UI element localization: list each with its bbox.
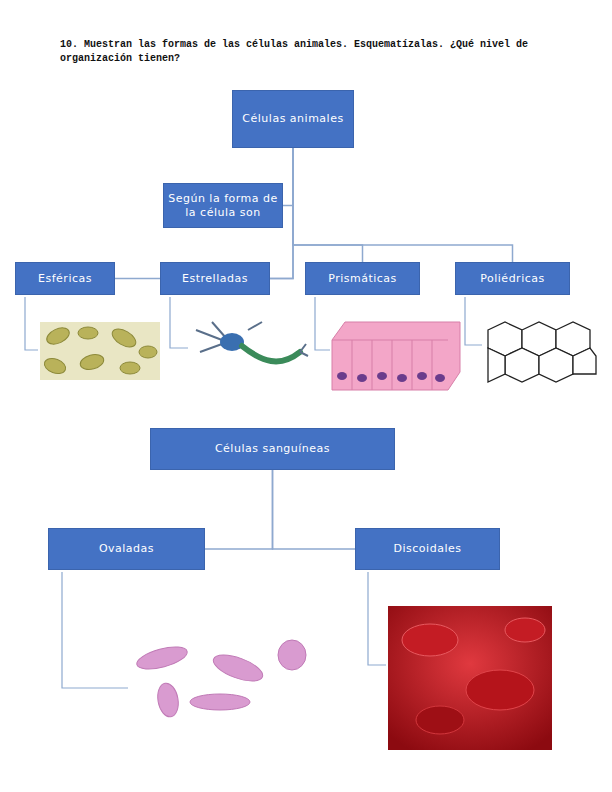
process-box: Células animales <box>232 90 354 148</box>
process-box: Discoidales <box>355 528 500 570</box>
box-label: Células sanguíneas <box>211 442 334 456</box>
heading: 10. Muestran las formas de las células a… <box>60 38 580 66</box>
connector <box>115 148 293 279</box>
spherical-cells <box>40 322 160 380</box>
process-box: Células sanguíneas <box>150 428 395 470</box>
box-label: Células animales <box>238 112 347 126</box>
neuron-cell <box>196 322 308 361</box>
leader-lines <box>25 297 482 688</box>
box-label: Según la forma de la célula son <box>164 192 282 220</box>
connector <box>293 148 513 262</box>
box-label: Discoidales <box>390 542 466 556</box>
box-label: Esféricas <box>34 272 96 286</box>
box-label: Prismáticas <box>324 272 401 286</box>
prismatic-epithelium <box>332 322 460 390</box>
process-box: Ovaladas <box>48 528 205 570</box>
process-box: Prismáticas <box>305 262 420 295</box>
process-box: Poliédricas <box>455 262 570 295</box>
process-box: Según la forma de la célula son <box>163 183 283 228</box>
box-label: Poliédricas <box>476 272 548 286</box>
process-box: Estrelladas <box>160 262 270 295</box>
connector <box>273 470 356 549</box>
polyhedral-cells <box>488 322 596 382</box>
title-text: 10. Muestran las formas de las células a… <box>60 39 528 64</box>
red-blood-cells <box>388 606 552 750</box>
box-label: Ovaladas <box>95 542 158 556</box>
connector <box>205 470 273 549</box>
box-label: Estrelladas <box>178 272 252 286</box>
oval-cells <box>135 640 306 718</box>
process-box: Esféricas <box>15 262 115 295</box>
connector <box>283 148 293 206</box>
